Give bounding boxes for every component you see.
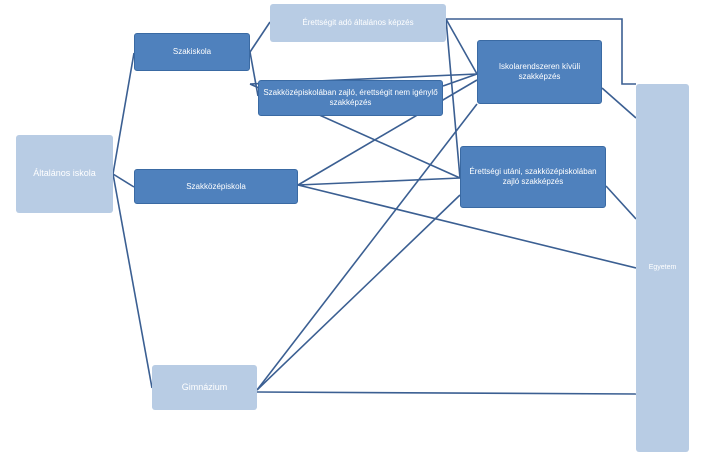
connector-szakkozep-egyetem — [297, 184, 637, 269]
node-szakiskola-label: Szakiskola — [172, 47, 212, 56]
node-iskolarendszeren-kivuli-label: Iskolarendszeren kívüli szakképzés — [498, 62, 581, 81]
connector-erettsegit-egyetem — [446, 18, 636, 85]
node-altalanos-iskola-label: Általános iskola — [33, 168, 96, 179]
node-szakkozep-nem-igenylo-label: Szakközépiskolában zajló, érettségit nem… — [263, 88, 438, 107]
connector-szakiskola-nemigenylo — [249, 51, 259, 97]
connector-erettsegiutani-egyetem — [605, 185, 637, 220]
connector-kivuli-egyetem — [601, 87, 637, 119]
connector-szakkozep-kivuli — [297, 79, 478, 186]
node-szakiskola: Szakiskola — [134, 33, 250, 71]
connector-gimnazium-erettsegiutani — [256, 194, 461, 391]
connector-erettsegit-kivuli — [445, 18, 478, 75]
connector-szakkozep-erettsegiutani — [297, 177, 461, 186]
node-szakkozep-nem-igenylo: Szakközépiskolában zajló, érettségit nem… — [258, 80, 443, 116]
connector-gimnazium-egyetem — [256, 391, 637, 395]
connector-altalanos-gimnazium — [112, 173, 153, 389]
node-egyetem-label: Egyetem — [648, 263, 677, 271]
connector-erettsegit-erettsegiutani — [445, 18, 461, 179]
node-erettsegi-utani: Érettségi utáni, szakközépiskolában zajl… — [460, 146, 606, 208]
node-erettsegit-ado: Érettségit adó általános képzés — [270, 4, 446, 42]
node-altalanos-iskola: Általános iskola — [16, 135, 113, 213]
node-gimnazium: Gimnázium — [152, 365, 257, 410]
connector-gimnazium-kivuli — [256, 103, 478, 391]
connector-nemigenylo-kivuli — [442, 73, 478, 87]
node-iskolarendszeren-kivuli: Iskolarendszeren kívüli szakképzés — [477, 40, 602, 104]
node-gimnazium-label: Gimnázium — [181, 381, 228, 392]
connector-altalanos-szakkozep — [112, 173, 135, 188]
connector-altalanos-szakiskola — [112, 52, 135, 175]
node-erettsegi-utani-label: Érettségi utáni, szakközépiskolában zajl… — [469, 167, 597, 186]
node-erettsegit-ado-label: Érettségit adó általános képzés — [302, 18, 414, 27]
node-szakkozepiskola: Szakközépiskola — [134, 169, 298, 204]
connector-szakiskola-erettsegit — [249, 21, 271, 53]
node-egyetem: Egyetem — [636, 84, 689, 452]
node-szakkozepiskola-label: Szakközépiskola — [186, 181, 246, 191]
